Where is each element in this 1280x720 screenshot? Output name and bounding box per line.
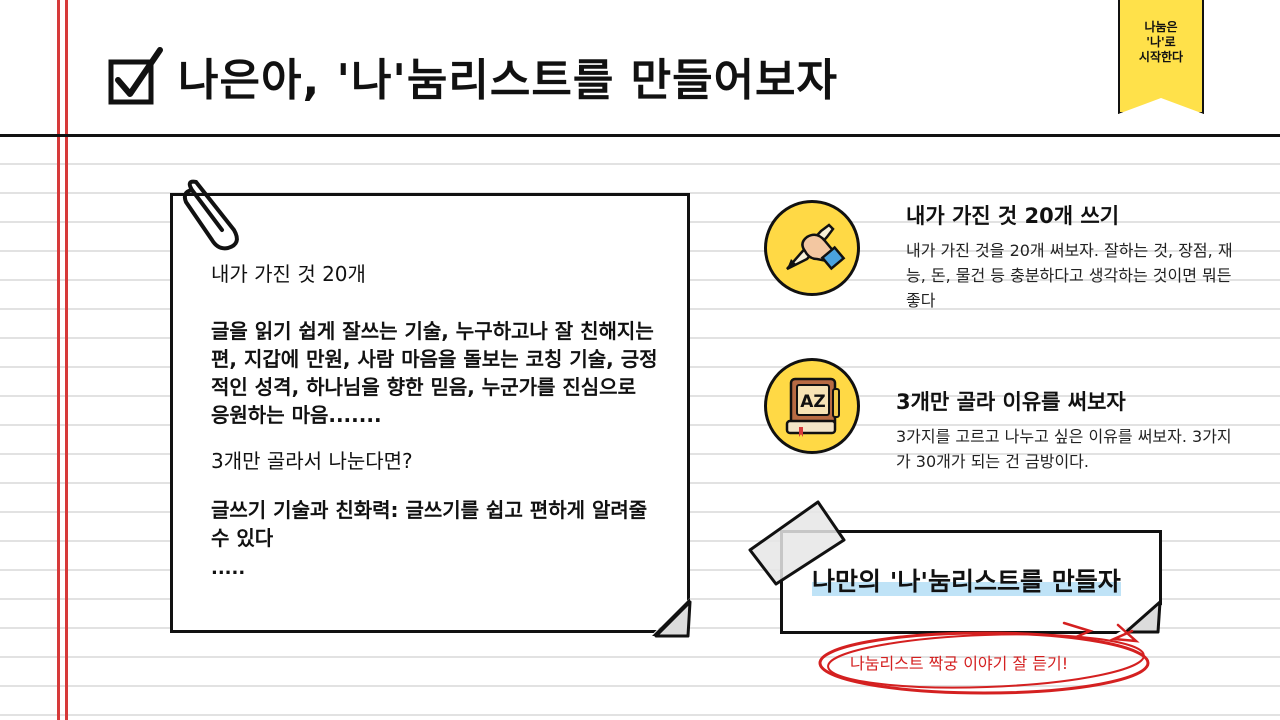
page-title: 나은아, '나'눔리스트를 만들어보자 [178,55,839,106]
hand-writing-icon [786,223,846,271]
note-heading: 내가 가진 것 20개 [211,262,366,286]
dictionary-book-icon: AZ [785,377,840,437]
note-question: 3개만 골라서 나눈다면? [211,449,413,473]
tagline-text: 나눔리스트 짝궁 이야기 잘 듣기! [850,654,1069,673]
ribbon-text: 나눔은 '나'로 시작한다 [1138,20,1184,64]
note-answer: 글쓰기 기술과 친화력: 글쓰기를 쉽고 편하게 알려줄 수 있다 [211,498,648,550]
feature-title-1: 내가 가진 것 20개 쓰기 [906,204,1120,228]
tape-strip-icon [748,500,846,586]
feature-title-2: 3개만 골라 이유를 써보자 [896,390,1126,414]
margin-line-left [57,0,60,720]
title-row: 나은아, '나'눔리스트를 만들어보자 [108,36,838,116]
page-curl-icon [652,598,692,638]
feature-desc-2: 3가지를 고르고 나누고 싶은 이유를 써보자. 3가지가 30개가 되는 건 … [896,427,1232,471]
banner-text: 나만의 '나'눔리스트를 만들자 [812,562,1121,598]
feature-icon-circle-2: AZ [764,358,860,454]
note-ending: ..... [211,558,246,579]
note-body: 내가 가진 것 20개 글을 읽기 쉽게 잘쓰는 기술, 누구하고나 잘 친해지… [211,258,661,579]
paperclip-icon [182,179,239,251]
note-items: 글을 읽기 쉽게 잘쓰는 기술, 누구하고나 잘 친해지는 편, 지갑에 만원,… [211,319,658,427]
banner-curl-icon [1124,600,1162,634]
feature-icon-circle-1 [764,200,860,296]
hand-drawn-oval-icon [818,621,1150,695]
checkbox-icon [108,47,163,105]
margin-line-right [65,0,68,720]
feature-desc-1: 내가 가진 것을 20개 써보자. 잘하는 것, 장점, 재능, 돈, 물건 등… [906,241,1233,310]
bookmark-ribbon: 나눔은 '나'로 시작한다 [1118,0,1204,114]
note-card: 내가 가진 것 20개 글을 읽기 쉽게 잘쓰는 기술, 누구하고나 잘 친해지… [170,193,690,633]
header-divider [0,134,1280,137]
book-label: AZ [800,392,825,412]
